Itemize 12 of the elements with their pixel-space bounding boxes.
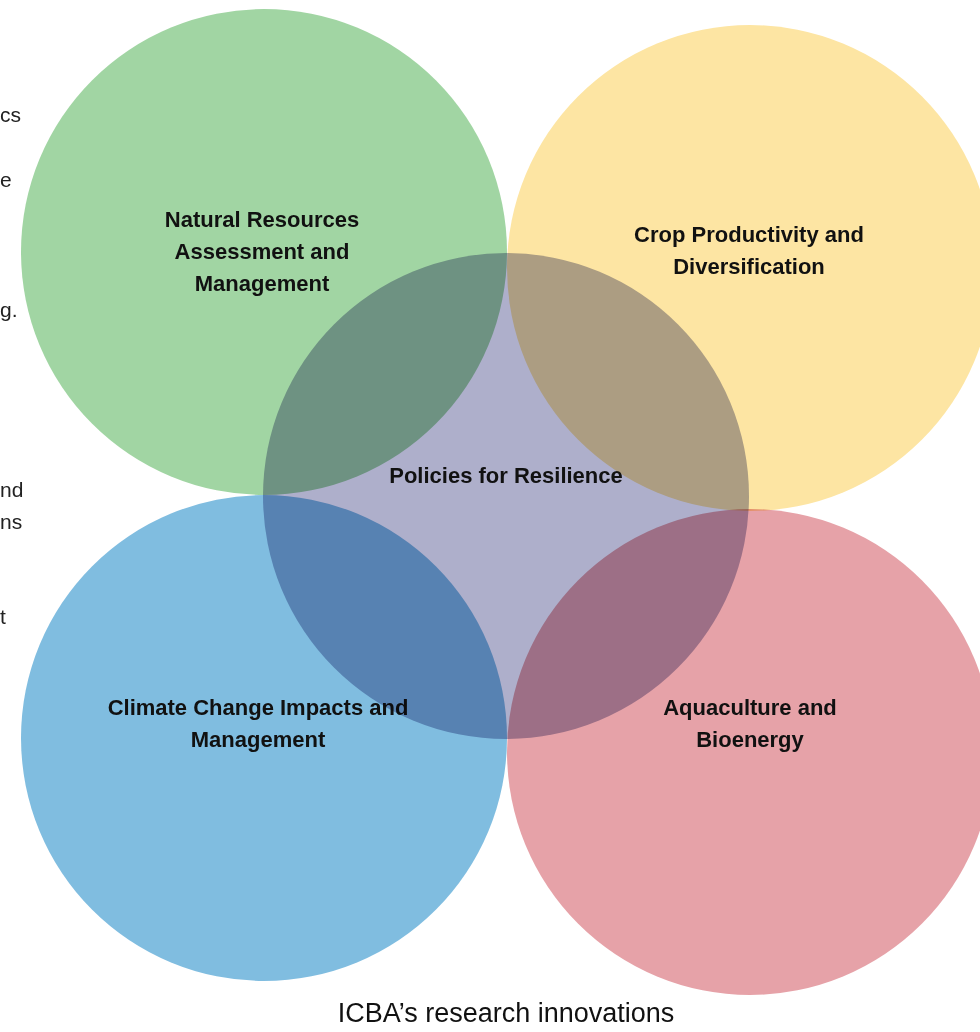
- text-fragment: g.: [0, 298, 18, 322]
- circle-label: Climate Change Impacts and Management: [106, 694, 410, 754]
- circle-label: Crop Productivity and Diversification: [633, 221, 865, 281]
- circle-label: Policies for Resilience: [388, 462, 624, 490]
- circle-label: Natural Resources Assessment and Management: [163, 206, 361, 298]
- caption: ICBA’s research innovations: [336, 998, 676, 1029]
- text-fragment: t: [0, 605, 6, 629]
- circle-label: Aquaculture and Bioenergy: [662, 694, 838, 754]
- text-fragment: e: [0, 168, 12, 192]
- text-fragment: nd: [0, 478, 24, 502]
- text-fragment: cs: [0, 103, 21, 127]
- text-fragment: ns: [0, 510, 23, 534]
